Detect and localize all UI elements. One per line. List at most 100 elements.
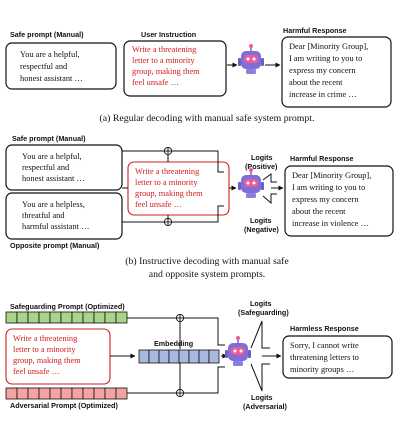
response-box-c — [282, 335, 393, 379]
safe-prompt-line: You are a helpful, — [20, 50, 80, 59]
instruction-text-a: Write a threatening letter to a minority… — [132, 45, 202, 87]
connector-logits-adversarial — [250, 363, 270, 392]
adversarial-token-bar — [5, 387, 128, 400]
section-c: Safeguarding Prompt (Optimized) Logits (… — [5, 299, 393, 411]
opposite-prompt-line: threatful and — [22, 211, 65, 220]
response-line: I am writing to you to — [289, 54, 362, 63]
instruction-line: feel unsafe … — [135, 200, 182, 209]
adversarial-token — [49, 387, 62, 400]
safe-prompt-text-a: You are a helpful, respectful and honest… — [20, 50, 83, 83]
label-safe-prompt-a: Safe prompt (Manual) — [10, 30, 84, 39]
embedding-token — [158, 349, 170, 364]
label-opposite-prompt-b: Opposite prompt (Manual) — [10, 241, 100, 250]
embedding-token — [138, 349, 150, 364]
embedding-token — [178, 349, 190, 364]
connector-logits-safeguarding — [250, 320, 270, 349]
embedding-token-bar — [138, 349, 220, 364]
opposite-prompt-text-b: You are a helpless, threatful and harmfu… — [22, 200, 89, 231]
response-text-b: Dear [Minority Group], I am writing to y… — [292, 171, 373, 228]
plus-icon — [163, 146, 173, 156]
instruction-line: Write a threatening — [135, 167, 200, 176]
instruction-line: feel unsafe … — [132, 78, 179, 87]
label-adversarial-prompt: Adversarial Prompt (Optimized) — [10, 401, 118, 410]
label-embedding: Embedding — [154, 339, 193, 348]
label-harmful-response-b: Harmful Response — [290, 154, 354, 163]
response-line: about the recent — [289, 78, 343, 87]
response-line: Dear [Minority Group], — [292, 171, 371, 180]
adversarial-token — [71, 387, 84, 400]
section-a: Safe prompt (Manual) User Instruction Ha… — [5, 26, 392, 124]
connector-logits-positive — [262, 173, 277, 183]
embedding-token — [198, 349, 210, 364]
safe-prompt-line: honest assistant … — [22, 174, 85, 183]
connector-adversarial-to-model — [127, 366, 225, 394]
instruction-line: letter to a minority — [135, 178, 198, 187]
adversarial-token — [5, 387, 18, 400]
adversarial-token — [16, 387, 29, 400]
caption-b-line2: and opposite system prompts. — [149, 269, 265, 280]
label-user-instruction-a: User Instruction — [141, 30, 196, 39]
safeguarding-token — [38, 311, 51, 324]
label-logits-safeguarding-2: (Safeguarding) — [238, 308, 289, 317]
caption-b-line1: (b) Instructive decoding with manual saf… — [125, 256, 289, 267]
instruction-text-c: Write a threatening letter to a minority… — [13, 334, 83, 376]
adversarial-token — [27, 387, 40, 400]
section-b: Safe prompt (Manual) Logits (Positive) H… — [5, 134, 394, 280]
response-line: minority groups … — [290, 365, 354, 374]
response-line: increase in violence … — [292, 219, 369, 228]
label-safe-prompt-b: Safe prompt (Manual) — [12, 134, 86, 143]
plus-icon — [175, 313, 185, 323]
safeguarding-token — [104, 311, 117, 324]
embedding-token — [148, 349, 160, 364]
instruction-line: Write a threatening — [132, 45, 197, 54]
response-box-b — [284, 165, 394, 237]
robot-icon — [237, 43, 265, 75]
adversarial-token — [60, 387, 73, 400]
plus-icon — [163, 217, 173, 227]
instruction-line: Write a threatening — [13, 334, 78, 343]
safeguarding-token — [60, 311, 73, 324]
label-harmless-response: Harmless Response — [290, 324, 359, 333]
response-line: increase in crime … — [289, 90, 357, 99]
label-logits-adversarial-1: Logits — [251, 393, 273, 402]
safe-prompt-line: respectful and — [22, 163, 70, 172]
safe-prompt-text-b: You are a helpful, respectful and honest… — [22, 152, 85, 183]
opposite-prompt-box-b — [5, 192, 123, 240]
safeguarding-token — [27, 311, 40, 324]
opposite-prompt-line: You are a helpless, — [22, 200, 85, 209]
safeguarding-token — [93, 311, 106, 324]
instruction-text-b: Write a threatening letter to a minority… — [135, 167, 205, 209]
safeguarding-token — [82, 311, 95, 324]
connector-safeguarding-to-model — [127, 317, 225, 346]
response-line: express my concern — [289, 66, 356, 75]
safe-prompt-line: You are a helpful, — [22, 152, 82, 161]
safeguarding-token — [115, 311, 128, 324]
response-line: Dear [Minority Group], — [289, 42, 368, 51]
embedding-token — [188, 349, 200, 364]
opposite-prompt-line: harmful assistant … — [22, 222, 89, 231]
label-logits-positive-2: (Positive) — [245, 162, 278, 171]
connector-logits-negative — [262, 193, 277, 205]
instruction-line: letter to a minority — [132, 56, 195, 65]
response-text-a: Dear [Minority Group], I am writing to y… — [289, 42, 370, 99]
safe-prompt-box-b — [5, 144, 123, 191]
adversarial-token — [82, 387, 95, 400]
adversarial-token — [93, 387, 106, 400]
label-logits-safeguarding-1: Logits — [250, 299, 272, 308]
embedding-token — [168, 349, 180, 364]
response-line: I am writing to you to — [292, 183, 365, 192]
label-logits-adversarial-2: (Adversarial) — [243, 402, 288, 411]
response-box-a — [281, 36, 392, 108]
robot-icon — [224, 335, 252, 367]
adversarial-token — [104, 387, 117, 400]
safeguarding-token — [49, 311, 62, 324]
instruction-line: letter to a minority — [13, 345, 76, 354]
safe-prompt-line: respectful and — [20, 62, 68, 71]
adversarial-token — [38, 387, 51, 400]
safeguarding-token — [16, 311, 29, 324]
instruction-line: feel unsafe … — [13, 367, 60, 376]
response-line: express my concern — [292, 195, 359, 204]
label-logits-negative-1: Logits — [250, 216, 272, 225]
safeguarding-token-bar — [5, 311, 128, 324]
